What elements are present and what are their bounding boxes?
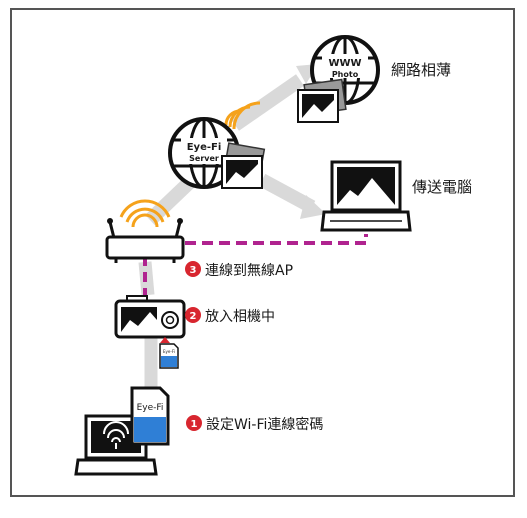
web-album-label: 網路相薄 bbox=[391, 61, 451, 79]
photo-icon bbox=[297, 78, 347, 123]
step-3-badge bbox=[185, 261, 201, 277]
eyefi-server-line1: Eye-Fi bbox=[187, 142, 222, 153]
step-2-number: 2 bbox=[190, 311, 197, 322]
dashed-links bbox=[143, 234, 368, 297]
wifi-icon bbox=[224, 101, 261, 130]
step-3: 3 連線到無線AP bbox=[185, 261, 293, 279]
step-3-number: 3 bbox=[190, 265, 197, 276]
computer-node: 傳送電腦 bbox=[320, 160, 472, 232]
step-1-number: 1 bbox=[191, 419, 198, 430]
arrow-server-to-webalbum bbox=[231, 74, 304, 131]
step-2-badge bbox=[185, 307, 201, 323]
sd-card-icon bbox=[130, 386, 170, 446]
sd-card-small-label: Eye-Fi bbox=[163, 349, 175, 354]
step-2: 2 放入相機中 bbox=[185, 307, 275, 325]
router-icon bbox=[105, 218, 185, 263]
step-3-text: 連線到無線AP bbox=[205, 263, 293, 279]
wifi-icon bbox=[119, 199, 171, 228]
arrow-server-to-computer bbox=[258, 173, 316, 214]
camera-icon bbox=[114, 295, 186, 339]
step-1-badge bbox=[186, 415, 202, 431]
computer-label: 傳送電腦 bbox=[412, 178, 472, 196]
eyefi-server-line2: Server bbox=[189, 154, 219, 163]
camera-node bbox=[114, 295, 186, 339]
step-1: 1 設定Wi-Fi連線密碼 bbox=[186, 415, 323, 433]
router-node bbox=[105, 199, 185, 263]
photo-icon bbox=[221, 142, 266, 189]
sd-card-insert: Eye-Fi bbox=[159, 337, 179, 369]
web-album-globe-line1: WWW bbox=[328, 58, 361, 69]
arrow-computer-head bbox=[300, 195, 326, 219]
setup-laptop-node: Eye-Fi bbox=[74, 386, 170, 476]
sd-card-icon bbox=[159, 343, 179, 369]
laptop-icon bbox=[320, 160, 412, 232]
step-2-text: 放入相機中 bbox=[205, 309, 275, 325]
web-album-node: WWW Photo 網路相薄 bbox=[297, 35, 451, 123]
web-album-globe-line2: Photo bbox=[332, 70, 359, 79]
sd-card-label: Eye-Fi bbox=[137, 403, 164, 413]
insert-arrow bbox=[160, 337, 170, 343]
dashed-router-to-computer bbox=[185, 234, 368, 245]
step-1-text: 設定Wi-Fi連線密碼 bbox=[206, 416, 323, 433]
eyefi-server-node: Eye-Fi Server bbox=[168, 101, 266, 189]
wifi-icon bbox=[103, 421, 129, 449]
